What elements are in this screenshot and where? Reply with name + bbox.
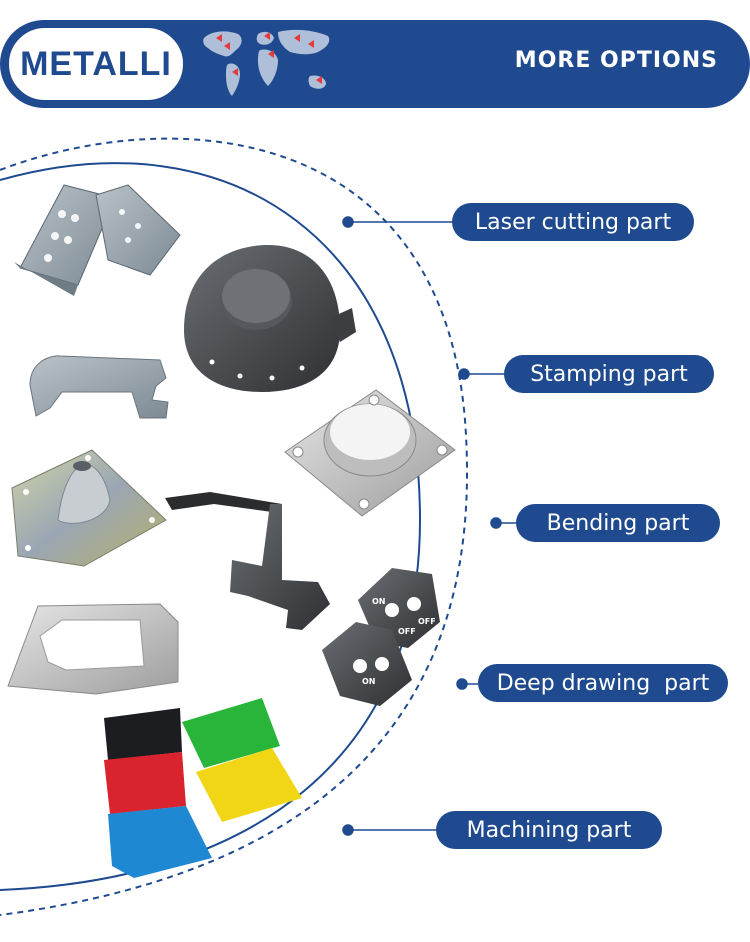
dashed-outer-arc: [0, 137, 468, 916]
part-label-machining[interactable]: Machining part: [436, 811, 662, 849]
switch-plates: ON OFF OFF ON: [322, 568, 440, 706]
part-label-laser-cutting[interactable]: Laser cutting part: [452, 203, 694, 241]
switch-off-label-2: OFF: [418, 617, 436, 626]
brand-logo[interactable]: METALLI: [6, 25, 186, 103]
black-bent-bracket: [165, 492, 330, 630]
solid-inner-arc: [0, 162, 422, 891]
switch-on-label-1: ON: [372, 597, 386, 606]
flange-ring-plate: [284, 389, 456, 517]
bent-steel-frame: [7, 603, 179, 695]
part-label-bending[interactable]: Bending part: [516, 504, 720, 542]
more-options-link[interactable]: MORE OPTIONS: [514, 48, 718, 73]
world-map-icon: [203, 29, 330, 96]
flat-stamped-hook: [29, 355, 169, 419]
header-banner: METALLI MORE OPTIONS: [0, 20, 750, 108]
part-label-stamping[interactable]: Stamping part: [504, 355, 714, 393]
laser-cut-bracket: [14, 184, 181, 296]
zinc-cone-plate: [11, 449, 167, 567]
colored-anodized-brackets: [104, 698, 302, 878]
switch-on-label-2: ON: [362, 677, 376, 686]
part-label-deep-drawing[interactable]: Deep drawing part: [478, 664, 728, 702]
brand-logo-text: METALLI: [20, 44, 172, 83]
switch-off-label-1: OFF: [398, 627, 416, 636]
dark-stamped-cover: [184, 245, 356, 392]
